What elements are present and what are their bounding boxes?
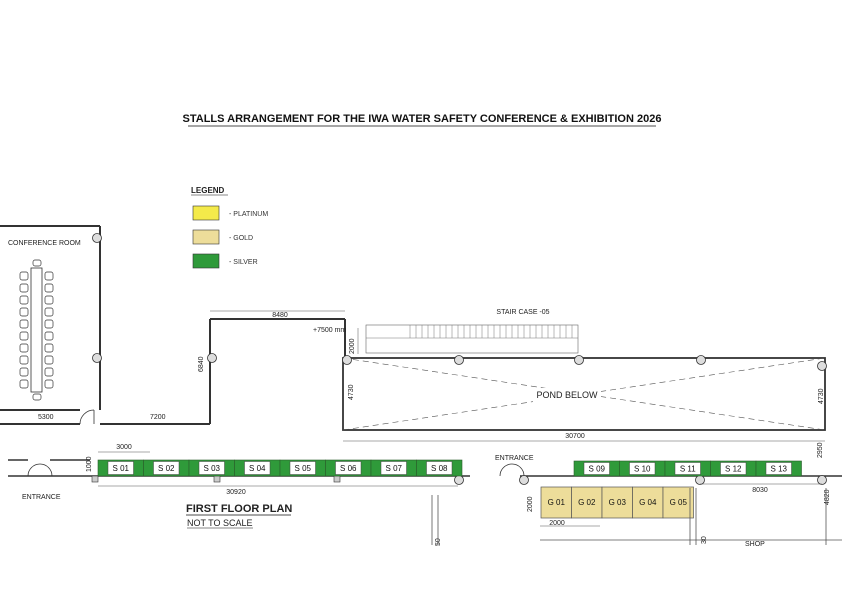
dim-8030: 8030 xyxy=(752,487,768,494)
stall-g03: G 03 xyxy=(609,498,627,507)
stall-s05: S 05 xyxy=(295,464,312,473)
stall-g02: G 02 xyxy=(578,498,596,507)
stall-s10: S 10 xyxy=(634,465,651,474)
stall-label-box xyxy=(244,461,271,475)
stall-s03: S 03 xyxy=(204,464,221,473)
pond-label: POND BELOW xyxy=(536,390,598,400)
dim-30700: 30700 xyxy=(565,433,585,440)
stall-g05: G 05 xyxy=(670,498,688,507)
stall-g04: G 04 xyxy=(639,498,657,507)
legend: LEGEND - PLATINUM - GOLD - SILVER xyxy=(191,186,268,269)
silver-stall-row-left: S 01 S 02 S 03 S 04 S 05 S 06 S 07 S 08 xyxy=(97,459,463,477)
dim-4730-right: 4730 xyxy=(818,388,825,404)
floor-plan-heading: FIRST FLOOR PLAN xyxy=(186,503,292,515)
dim-8480: 8480 xyxy=(272,312,288,319)
conference-table xyxy=(19,259,54,401)
stall-s07: S 07 xyxy=(386,464,403,473)
stall-s08: S 08 xyxy=(431,464,448,473)
stall-s02: S 02 xyxy=(158,464,175,473)
stall-block-g05 xyxy=(662,486,694,519)
dim-7200: 7200 xyxy=(150,414,166,421)
stall-label-box xyxy=(380,461,407,475)
stall-s01: S 01 xyxy=(113,464,130,473)
plan-title: STALLS ARRANGEMENT FOR THE IWA WATER SAF… xyxy=(183,113,662,125)
stall-label-box xyxy=(583,462,610,475)
dim-50: 50 xyxy=(435,538,442,546)
dim-6840: 6840 xyxy=(198,356,205,372)
not-to-scale-label: NOT TO SCALE xyxy=(187,518,253,528)
staircase-label: STAIR CASE -05 xyxy=(496,309,549,316)
dim-4730-left: 4730 xyxy=(348,384,355,400)
stall-s06: S 06 xyxy=(340,464,357,473)
stall-label-box xyxy=(426,461,453,475)
dim-30920: 30920 xyxy=(226,489,246,496)
gold-stall-row: G 01 G 02 G 03 G 04 G 05 xyxy=(540,486,694,519)
stall-label-box xyxy=(153,461,180,475)
dim-3000: 3000 xyxy=(116,444,132,451)
dim-1000: 1000 xyxy=(86,456,93,472)
dim-2950: 2950 xyxy=(817,442,824,458)
stall-s09: S 09 xyxy=(589,465,606,474)
stall-label-box xyxy=(765,462,792,475)
entrance-label-left: ENTRANCE xyxy=(22,494,61,501)
dim-7500: +7500 mm xyxy=(313,327,346,334)
legend-label-gold: - GOLD xyxy=(229,235,253,242)
stall-label-box xyxy=(107,461,134,475)
lobby-walls xyxy=(0,318,346,425)
legend-label-platinum: - PLATINUM xyxy=(229,211,268,218)
stall-s12: S 12 xyxy=(725,465,742,474)
dim-2000-horizontal: 2000 xyxy=(549,520,565,527)
legend-swatch-platinum xyxy=(192,205,220,221)
stall-s11: S 11 xyxy=(680,465,696,474)
legend-swatch-gold xyxy=(192,229,220,245)
dim-4820: 4820 xyxy=(824,489,831,505)
stall-g01: G 01 xyxy=(548,498,566,507)
stall-block-g03 xyxy=(601,486,633,519)
shop-label: SHOP xyxy=(745,541,765,548)
dim-2000-vertical: 2000 xyxy=(527,496,534,512)
silver-stall-row-right: S 09 S 10 S 11 S 12 S 13 xyxy=(573,460,802,477)
staircase xyxy=(357,324,579,354)
conference-room-label: CONFERENCE ROOM xyxy=(8,240,81,247)
stall-block-g04 xyxy=(632,486,664,519)
stall-label-box xyxy=(335,461,362,475)
legend-label-silver: - SILVER xyxy=(229,259,258,266)
entrance-label-right: ENTRANCE xyxy=(495,455,534,462)
stall-label-box xyxy=(720,462,747,475)
stall-label-box xyxy=(198,461,225,475)
legend-heading: LEGEND xyxy=(191,186,225,195)
stall-s13: S 13 xyxy=(771,465,788,474)
legend-swatch-silver xyxy=(192,253,220,269)
stall-label-box xyxy=(674,462,701,475)
stall-s04: S 04 xyxy=(249,464,266,473)
dim-5300: 5300 xyxy=(38,414,54,421)
stall-block-g01 xyxy=(540,486,572,519)
conference-room xyxy=(0,225,101,411)
dim-2000-stair: 2000 xyxy=(349,338,356,354)
stall-label-box xyxy=(289,461,316,475)
stall-label-box xyxy=(629,462,656,475)
stall-block-g02 xyxy=(571,486,603,519)
